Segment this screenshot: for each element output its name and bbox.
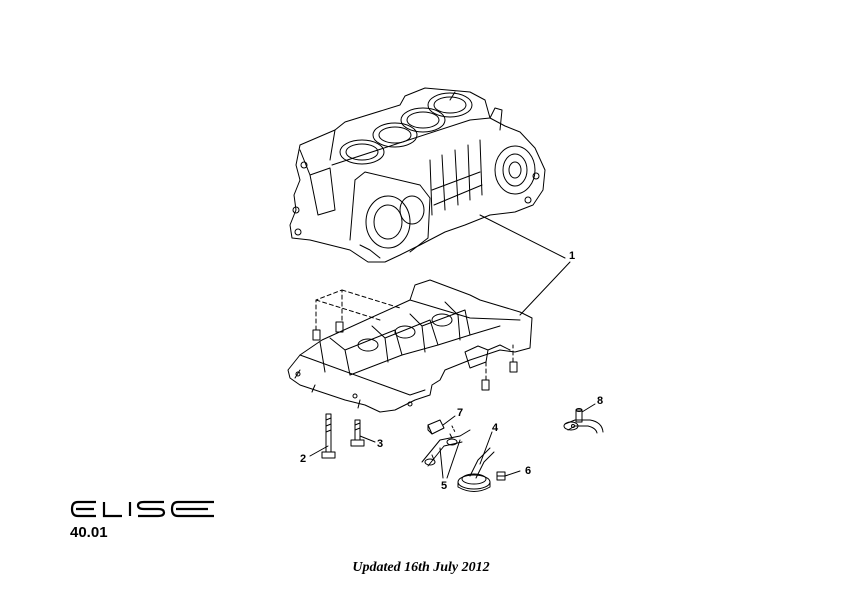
leader-line-1a — [479, 214, 566, 259]
callout-8: 8 — [597, 395, 604, 407]
page-number: 40.01 — [70, 524, 108, 541]
leader-line-5a — [439, 447, 444, 479]
callout-2: 2 — [300, 453, 307, 465]
callout-5: 5 — [441, 480, 448, 492]
engine-block-drawing — [289, 87, 546, 263]
leader-line-4 — [479, 431, 493, 465]
updated-note: Updated 16th July 2012 — [352, 560, 490, 575]
leader-line-8 — [581, 403, 596, 413]
clip-drawing — [427, 419, 445, 435]
elise-logo — [70, 500, 214, 518]
callout-6: 6 — [525, 465, 532, 477]
leader-line-3 — [359, 435, 376, 443]
oil-pickup-drawing — [421, 425, 495, 492]
ladder-frame-drawing — [287, 279, 533, 413]
bolt-long-drawing — [321, 413, 336, 459]
leader-line-7 — [442, 415, 456, 426]
strainer-bolt-drawing — [496, 471, 506, 481]
breather-fitting-drawing — [563, 408, 604, 434]
bolt-short-drawing — [350, 419, 365, 447]
callout-3: 3 — [377, 438, 384, 450]
callout-7: 7 — [457, 407, 464, 419]
callout-4: 4 — [492, 422, 499, 434]
leader-line-2 — [309, 445, 329, 457]
leader-line-5b — [446, 439, 461, 479]
leader-line-6 — [504, 470, 521, 477]
callout-1: 1 — [569, 250, 576, 262]
leader-line-1b — [519, 261, 571, 316]
